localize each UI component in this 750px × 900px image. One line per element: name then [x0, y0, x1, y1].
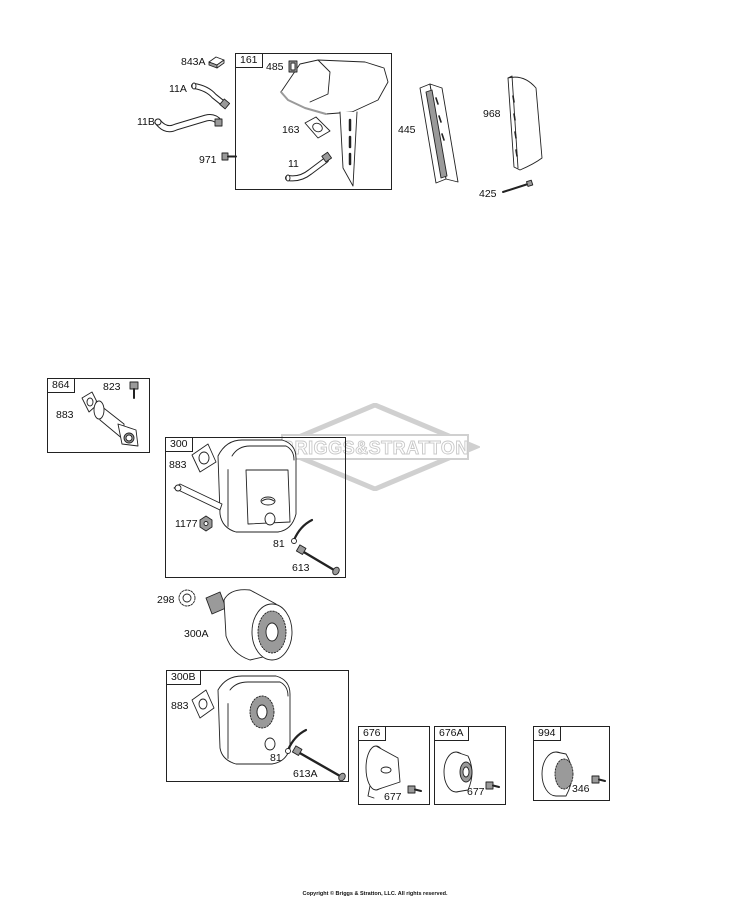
part-300-gasket: [191, 443, 217, 473]
callout-81-a: 81: [273, 538, 285, 550]
part-300-muffler: [173, 439, 297, 533]
part-445-screen: [419, 83, 459, 184]
part-676-deflector: [365, 745, 401, 799]
callout-81-b: 81: [270, 752, 282, 764]
callout-425: 425: [479, 188, 497, 200]
callout-1177: 1177: [175, 518, 198, 530]
part-81-clip: [291, 518, 314, 544]
part-425-screw: [502, 179, 534, 193]
part-823-bolt: [129, 381, 139, 399]
callout-883-c: 883: [171, 700, 189, 712]
copyright-footer: Copyright © Briggs & Stratton, LLC. All …: [302, 891, 448, 897]
callout-298: 298: [157, 594, 175, 606]
group-tag: 676A: [434, 726, 469, 741]
callout-300a: 300A: [184, 628, 209, 640]
part-298-washer: [178, 589, 196, 607]
group-676-box: 676: [358, 726, 430, 805]
part-971-bolt: [221, 152, 237, 161]
callout-883-b: 883: [169, 459, 187, 471]
callout-163: 163: [282, 124, 300, 136]
part-346-screw: [591, 775, 606, 784]
part-968-shield: [507, 75, 543, 171]
callout-843a: 843A: [181, 56, 206, 68]
part-677-screw-b: [485, 781, 500, 790]
group-tag: 676: [358, 726, 386, 741]
group-tag: 994: [533, 726, 561, 741]
callout-677-a: 677: [384, 791, 402, 803]
group-300B-box: 300B: [166, 670, 349, 782]
callout-883-a: 883: [56, 409, 74, 421]
callout-11a: 11A: [169, 83, 187, 95]
part-161-deflector: [280, 59, 389, 187]
callout-677-b: 677: [467, 786, 485, 798]
part-11-tube: [285, 151, 333, 182]
callout-346: 346: [572, 783, 590, 795]
part-994-screen: [541, 751, 574, 797]
group-300-box: 300: [165, 437, 346, 578]
group-tag: 300: [165, 437, 193, 452]
part-163-gasket: [304, 116, 331, 139]
callout-971: 971: [199, 154, 217, 166]
callout-613: 613: [292, 562, 310, 574]
part-613a-bolt: [291, 745, 346, 782]
group-tag: 300B: [166, 670, 201, 685]
part-676a-deflector: [443, 751, 473, 793]
watermark-text: BRIGGS&STRATTON: [281, 438, 469, 458]
callout-11b: 11B: [137, 116, 155, 128]
part-300b-muffler: [217, 675, 291, 765]
part-300a-muffler: [205, 589, 293, 661]
group-864-box: 864: [47, 378, 150, 453]
part-485-clip: [288, 60, 298, 73]
part-1177-nut: [199, 515, 213, 532]
group-tag: 864: [47, 378, 75, 393]
group-161-box: 161: [235, 53, 392, 190]
part-677-screw-a: [407, 785, 422, 794]
callout-823: 823: [103, 381, 121, 393]
callout-613a: 613A: [293, 768, 318, 780]
part-843a-spacer: [208, 56, 225, 69]
part-300b-gasket: [191, 689, 215, 719]
group-tag: 161: [235, 53, 263, 68]
part-11b-tube: [154, 114, 223, 133]
callout-11: 11: [288, 158, 299, 170]
callout-485: 485: [266, 61, 284, 73]
callout-445: 445: [398, 124, 416, 136]
briggs-stratton-watermark: BRIGGS&STRATTON: [270, 403, 480, 491]
group-994-box: 994: [533, 726, 610, 801]
group-676A-box: 676A: [434, 726, 506, 805]
callout-968: 968: [483, 108, 501, 120]
part-613-bolt: [295, 544, 340, 576]
part-81-clip-b: [285, 728, 308, 754]
part-11a-tube: [191, 82, 231, 110]
part-864-pipe: [81, 391, 139, 447]
